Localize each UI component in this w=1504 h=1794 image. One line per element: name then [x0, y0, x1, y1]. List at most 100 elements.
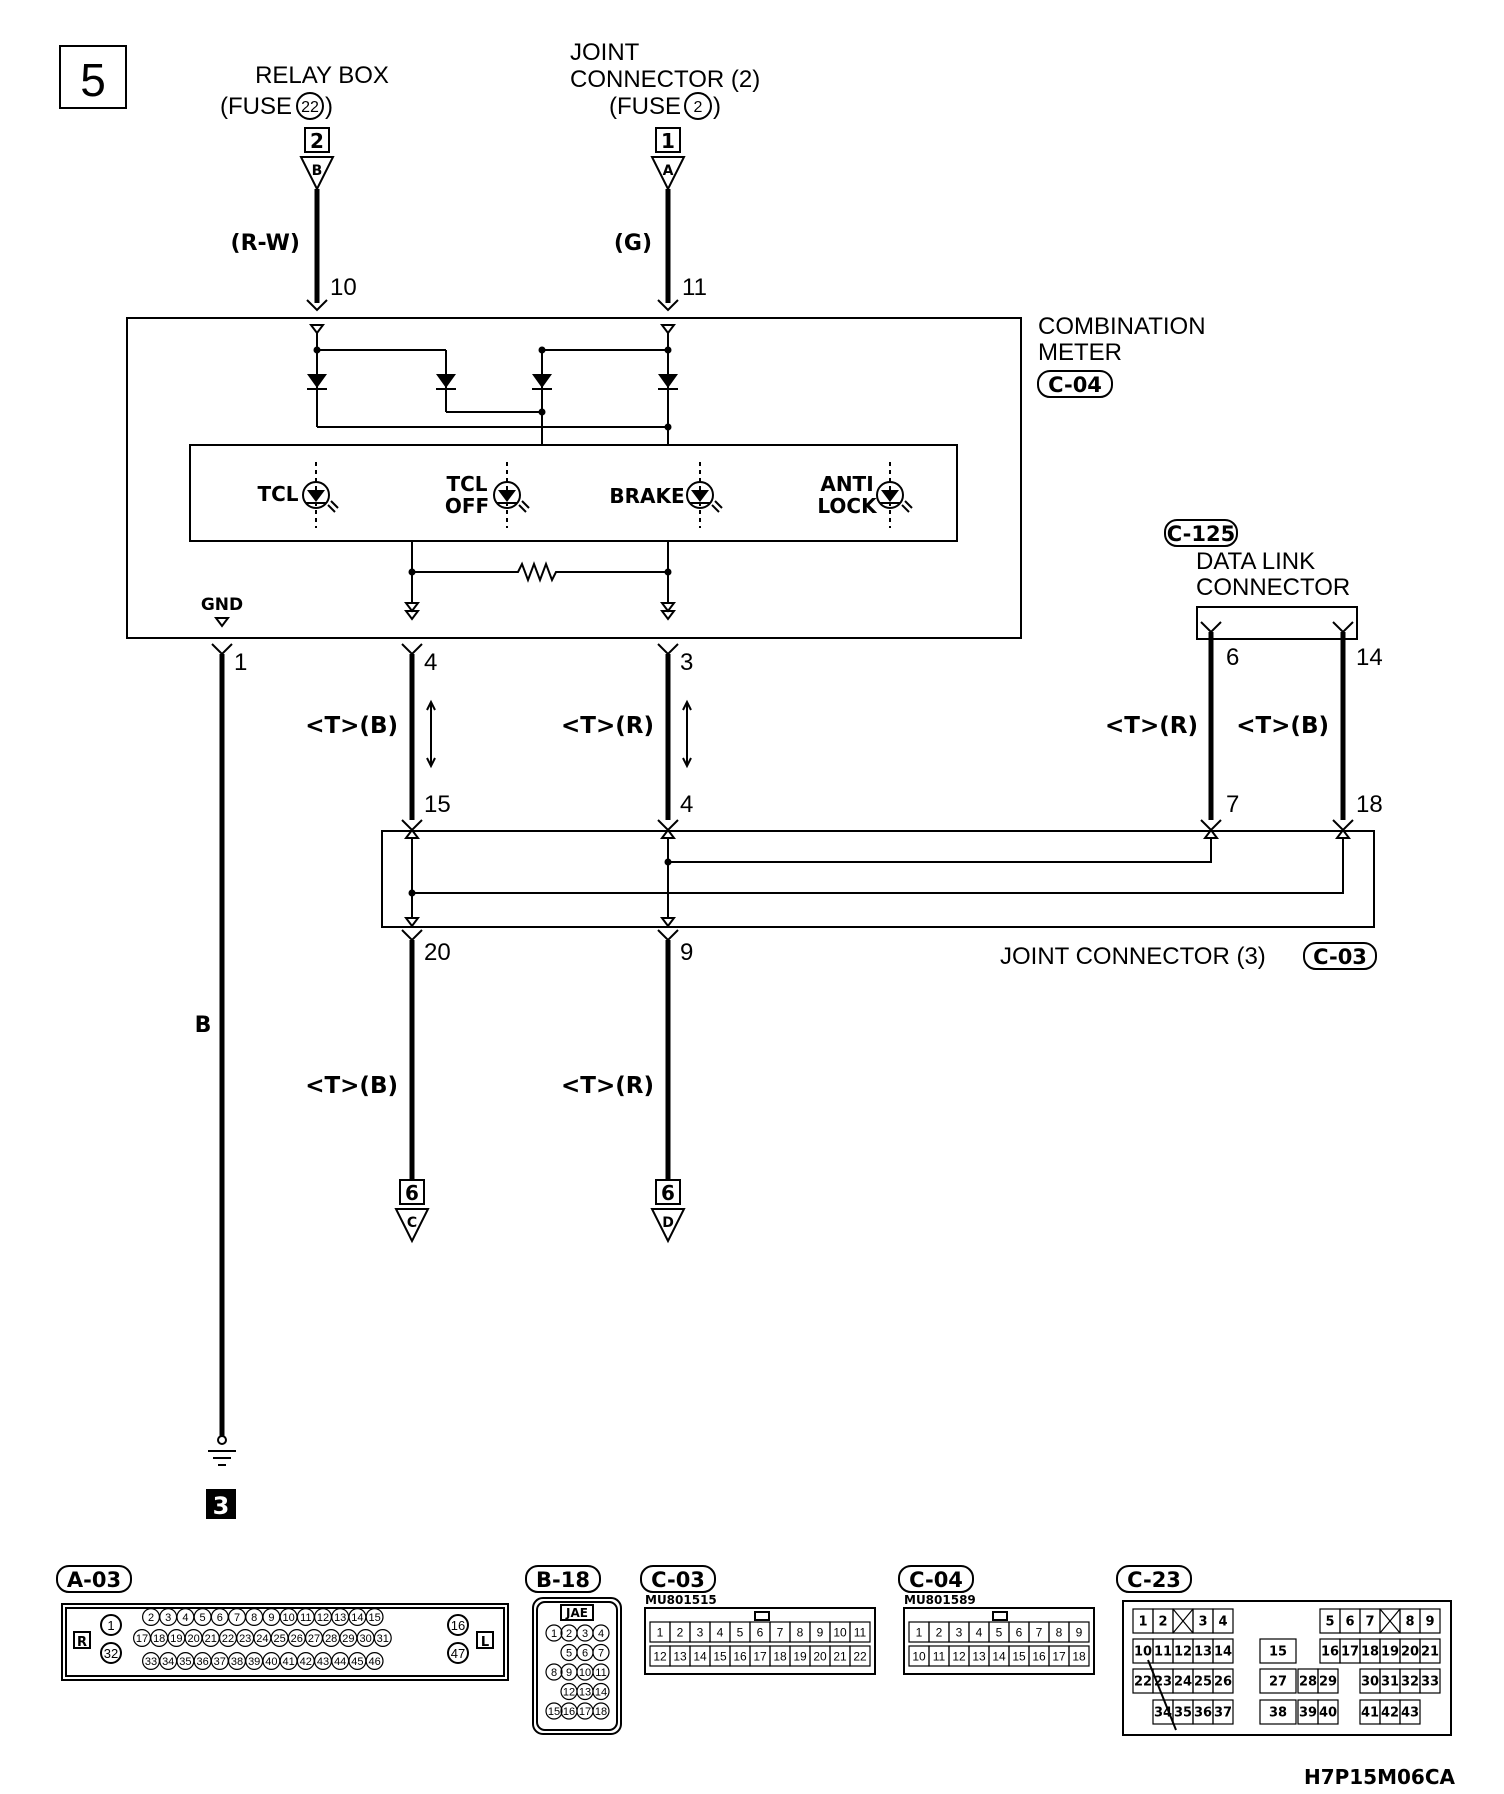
- pin-label: 4: [976, 1625, 983, 1639]
- pin-label: 3: [697, 1625, 704, 1639]
- pin-label: 8: [1405, 1615, 1414, 1630]
- gnd-wire-color: B: [195, 1013, 212, 1038]
- page-number-box: [59, 45, 127, 109]
- wire-label-tb-2: <T>(B): [1236, 713, 1329, 739]
- pin-label: 8: [251, 1612, 257, 1624]
- c04-name: C-04: [909, 1568, 963, 1592]
- svg-text:JAE: JAE: [565, 1606, 588, 1620]
- pin-label: 13: [972, 1649, 986, 1663]
- pin-label: 18: [153, 1633, 165, 1645]
- pin-label: 43: [317, 1656, 329, 1668]
- pin-cell: [1259, 1699, 1297, 1725]
- pin-label: 28: [1299, 1675, 1317, 1690]
- pin-cell: [1259, 1638, 1297, 1664]
- page-number: 5: [80, 54, 106, 106]
- pin-label: 13: [1194, 1645, 1212, 1660]
- svg-text:L: L: [481, 1635, 489, 1650]
- bidirectional-arrow-r: [682, 699, 692, 769]
- pin-label: 22: [222, 1633, 234, 1645]
- pin-label: 41: [282, 1656, 294, 1668]
- pin-label: 2: [566, 1628, 572, 1640]
- jc3-pin-20: 20: [424, 939, 451, 966]
- pin-label: 4: [1218, 1615, 1227, 1630]
- dlc-line1: DATA LINK: [1196, 548, 1315, 575]
- lamp-tcl-off: TCL OFF: [445, 462, 530, 528]
- wire-label-tr-1: <T>(R): [561, 713, 654, 739]
- wire-label-tr-3: <T>(R): [561, 1073, 654, 1099]
- pin-cell: [1399, 1699, 1421, 1725]
- meter-pin-gnd: 1: [234, 649, 247, 676]
- meter-pin-r: 3: [680, 649, 693, 676]
- ground-ref: 3: [213, 1492, 230, 1520]
- relay-box-terminal: B: [312, 163, 323, 179]
- pin-label: 12: [563, 1687, 575, 1699]
- output-d-arrow: [650, 1208, 686, 1244]
- pin-label: 1: [916, 1625, 923, 1639]
- pin-cell: [592, 1702, 610, 1720]
- jc3-connector-pill: [1303, 942, 1377, 970]
- pin-label: 33: [1421, 1675, 1439, 1690]
- lamp-tcl: TCL: [257, 462, 339, 528]
- pin-cell: [545, 1663, 563, 1681]
- c23-name-pill: [1116, 1565, 1192, 1593]
- pin-label: 2: [677, 1625, 684, 1639]
- jc3-internal-wiring: [404, 838, 1344, 928]
- pin-cell: [849, 1621, 871, 1643]
- jc2-terminal: A: [663, 163, 674, 179]
- pin-label: 13: [579, 1687, 591, 1699]
- pin-label: 9: [566, 1667, 572, 1679]
- pin-label: 40: [265, 1656, 277, 1668]
- pin-label: 31: [377, 1633, 389, 1645]
- pin-cell: [1317, 1699, 1339, 1725]
- pin-label: 1: [1138, 1615, 1147, 1630]
- pin-label: 1: [657, 1625, 664, 1639]
- pin-label: 14: [693, 1649, 707, 1663]
- dlc-pin-right: 14: [1356, 644, 1383, 671]
- relay-box-wire-color: (R-W): [231, 231, 300, 256]
- pin-label: 3: [582, 1628, 588, 1640]
- pin-cell: [365, 1607, 384, 1626]
- combination-meter-box: [126, 317, 1022, 639]
- pin-label: 30: [359, 1633, 371, 1645]
- pin-label: 20: [1401, 1645, 1419, 1660]
- pin-label: 35: [179, 1656, 191, 1668]
- pin-label: 5: [737, 1625, 744, 1639]
- pin-label: 36: [196, 1656, 208, 1668]
- output-c-terminal: C: [407, 1215, 417, 1231]
- pin-label: 20: [187, 1633, 199, 1645]
- pin-label: 1: [551, 1628, 557, 1640]
- meter-pin-b: 4: [424, 649, 437, 676]
- pin-label: 46: [368, 1656, 380, 1668]
- pin-label: 38: [1269, 1706, 1287, 1721]
- pin-cell: [592, 1624, 610, 1642]
- svg-text:BRAKE: BRAKE: [609, 484, 684, 508]
- svg-text:TCL: TCL: [446, 472, 487, 496]
- pin-label: 23: [239, 1633, 251, 1645]
- jc2-page-ref: 1: [661, 129, 675, 153]
- c03-name: C-03: [651, 1568, 705, 1592]
- pin-label: 18: [1361, 1645, 1379, 1660]
- relay-box-pin: 10: [330, 274, 357, 301]
- pin-label: 43: [1401, 1706, 1419, 1721]
- pin-label: 4: [598, 1628, 604, 1640]
- pin-cell: [1212, 1608, 1234, 1634]
- pin-label: 22: [1134, 1675, 1152, 1690]
- pin-label: 16: [1321, 1645, 1339, 1660]
- pin-label: 16: [563, 1706, 575, 1718]
- pin-label: 39: [248, 1656, 260, 1668]
- jc3-pin-15: 15: [424, 791, 451, 818]
- a03-name-pill: [56, 1565, 132, 1593]
- pin-label: 7: [1036, 1625, 1043, 1639]
- pin-label: 34: [1154, 1706, 1172, 1721]
- pin-label: 7: [1365, 1615, 1374, 1630]
- b18-name-pill: [525, 1565, 601, 1593]
- pin-label: 5: [566, 1648, 572, 1660]
- pin-label: 5: [996, 1625, 1003, 1639]
- pin-label: 18: [773, 1649, 787, 1663]
- svg-text:32: 32: [104, 1646, 118, 1661]
- pin-label: 22: [853, 1649, 867, 1663]
- dlc-pin-left: 6: [1226, 644, 1239, 671]
- pin-label: 10: [1134, 1645, 1152, 1660]
